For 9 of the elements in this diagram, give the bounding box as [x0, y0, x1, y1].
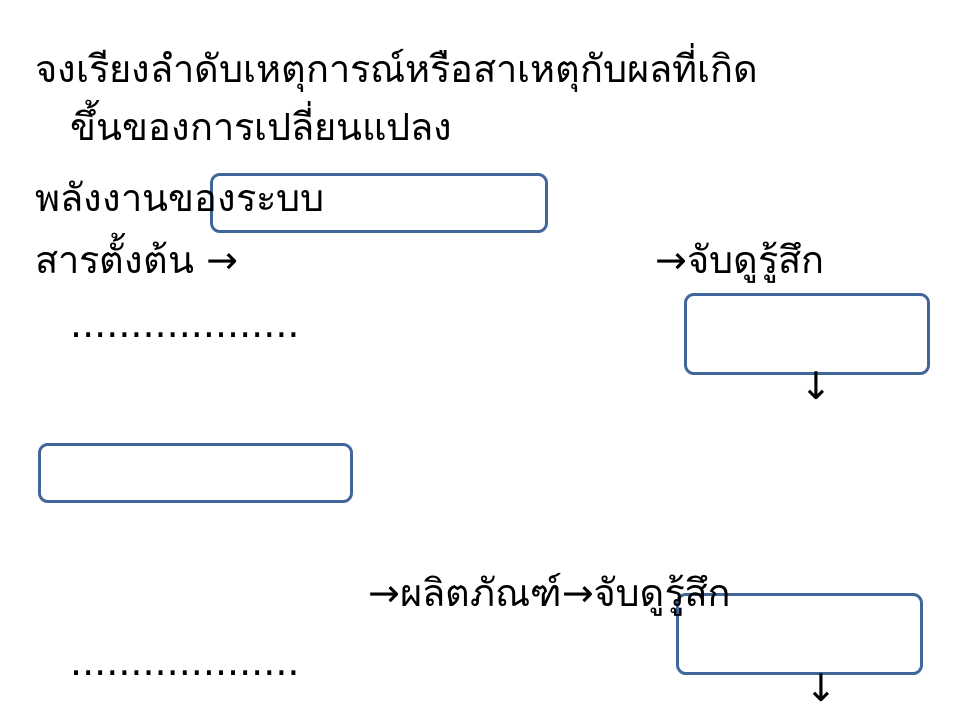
down-arrow-symbol: ↓ [805, 665, 837, 712]
down-arrow-symbol: ↓ [800, 363, 832, 410]
label-text: →ผลิตภัณฑ์→จับดูรู้สึก [368, 570, 731, 618]
heading: จงเรียงลำดับเหตุการณ์หรือสาเหตุกับผลที่เกิดขึ้นของการเปลี่ยนแปลง [35, 40, 770, 156]
answer-box [38, 443, 353, 503]
label-text: สารตั้งต้น → [35, 232, 238, 288]
label-text: →จับดูรู้สึก [655, 237, 824, 285]
fill-in-line: ................... [70, 301, 300, 348]
fill-in-line: ................... [70, 639, 300, 686]
